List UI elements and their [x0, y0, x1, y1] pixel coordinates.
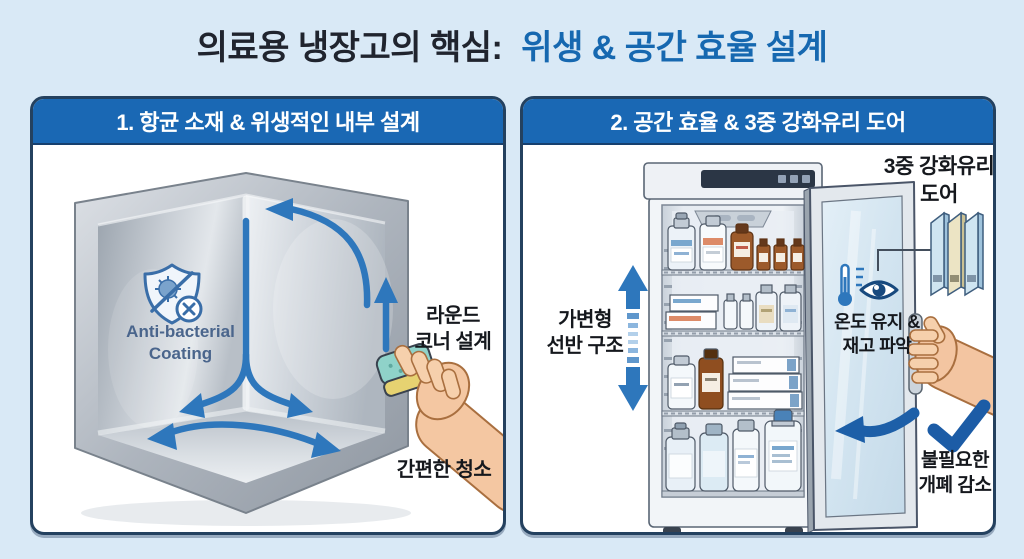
shelf-structure-label: 가변형 선반 구조: [546, 309, 624, 358]
control-panel: [701, 170, 815, 188]
right-panel-header: 2. 공간 효율 & 3중 강화유리 도어: [523, 99, 993, 145]
shelf-adjust-arrow-icon: [618, 265, 648, 411]
callout-connector-line: [877, 249, 937, 271]
door-close-arrow-icon: [835, 407, 920, 443]
page-title: 의료용 냉장고의 핵심: 위생 & 공간 효율 설계: [0, 20, 1024, 69]
easy-clean-label: 간편한 청소: [396, 459, 492, 481]
reduce-open-label: 불필요한 개폐 감소: [918, 450, 992, 497]
fridge-illustration: [618, 162, 993, 532]
cleaning-hand-illustration: [394, 344, 503, 514]
glass-door-label: 3중 강화유리 도어: [883, 155, 995, 206]
airflow-arrow-icons: [147, 198, 398, 458]
stainless-interior-illustration: [74, 172, 503, 526]
checkmark-icon: [927, 399, 991, 453]
antibacterial-shield-icon: [143, 263, 203, 325]
panel-space-efficiency: 2. 공간 효율 & 3중 강화유리 도어 3중 강화유리 도어 가변형 선반 …: [520, 96, 996, 535]
thermometer-icon: [838, 263, 864, 306]
glass-door: [803, 181, 923, 532]
temp-stock-label: 온도 유지 & 재고 파악: [834, 312, 920, 356]
page-title-dark: 의료용 냉장고의 핵심:: [196, 29, 503, 67]
left-panel-header: 1. 항균 소재 & 위생적인 내부 설계: [33, 99, 503, 145]
no-circle-icon: [175, 295, 203, 323]
panel-hygiene: 1. 항균 소재 & 위생적인 내부 설계 Anti-bacterial Coa…: [30, 96, 506, 535]
round-corner-label: 라운드 코너 설계: [414, 305, 492, 354]
page-title-highlight: 위생 & 공간 효율 설계: [521, 29, 828, 67]
medicine-bottles: [665, 212, 805, 492]
triple-glass-icon: [930, 211, 984, 297]
antibacterial-coating-label: Anti-bacterial Coating: [126, 322, 235, 364]
eye-icon: [859, 280, 899, 300]
door-hand-illustration: [907, 316, 993, 433]
